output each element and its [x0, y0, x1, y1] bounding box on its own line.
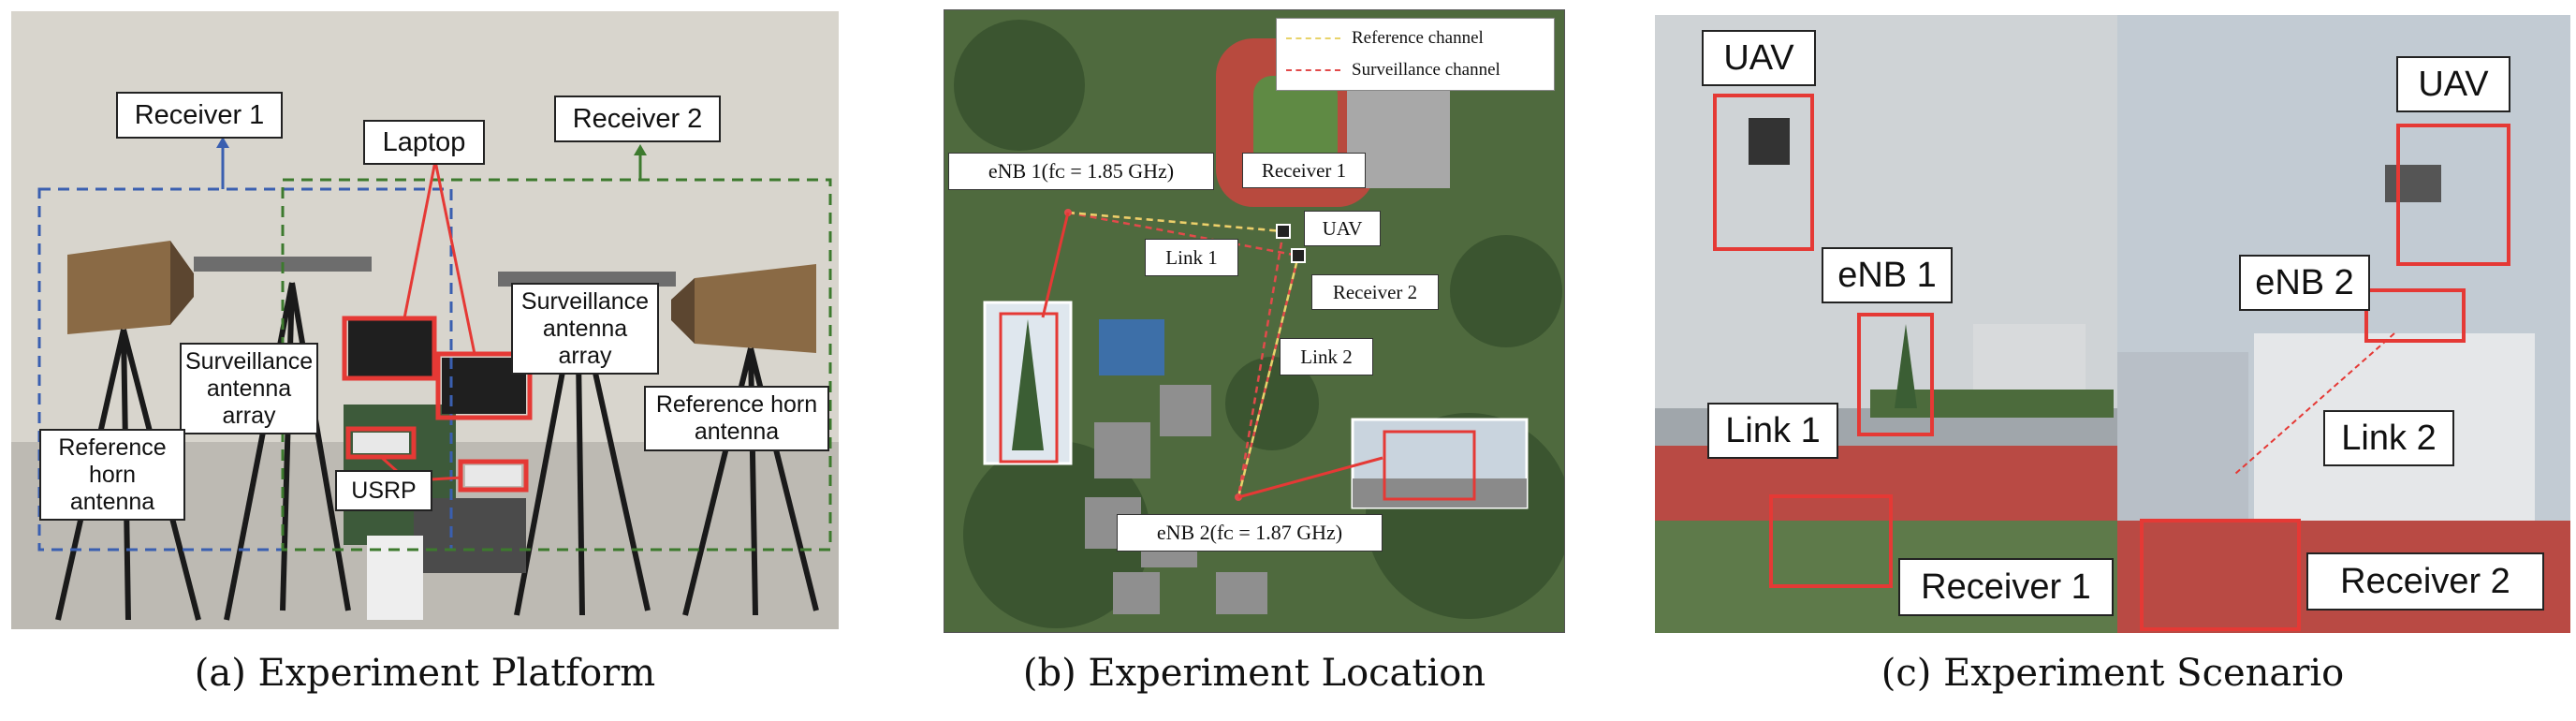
- label-link2: Link 2: [2323, 410, 2454, 466]
- label-reference-horn-right: Reference horn antenna: [644, 386, 829, 451]
- laptop-1: [348, 320, 432, 376]
- label-uav-right: UAV: [2396, 56, 2510, 112]
- label-receiver-2: Receiver 2: [554, 96, 721, 142]
- label-receiver-1: Receiver 1: [1242, 153, 1366, 188]
- sports-court: [1099, 319, 1164, 375]
- label-surveillance-array-right: Surveillance antenna array: [511, 283, 659, 375]
- label-reference-horn-left: Reference horn antenna: [39, 429, 185, 522]
- label-uav: UAV: [1304, 211, 1381, 246]
- label-surveillance-array-left: Surveillance antenna array: [180, 343, 318, 435]
- label-receiver-1: Receiver 1: [116, 92, 283, 139]
- label-usrp: USRP: [335, 470, 432, 511]
- receiver1-boundary: [37, 187, 453, 552]
- legend-surveillance: Surveillance channel: [1352, 60, 1500, 80]
- surveillance-legend-line: [1286, 69, 1340, 71]
- usrp-2: [465, 465, 521, 486]
- label-enb2: eNB 2(fᴄ = 1.87 GHz): [1117, 514, 1383, 552]
- caption-b: (b) Experiment Location: [1022, 652, 1486, 695]
- caption-c: (c) Experiment Scenario: [1881, 652, 2345, 695]
- label-enb2: eNB 2: [2239, 255, 2370, 311]
- panel-experiment-location: Reference channel Surveillance channel e…: [944, 9, 1565, 633]
- usrp-1: [353, 433, 409, 453]
- satellite-map: [944, 10, 1564, 632]
- label-uav-left: UAV: [1702, 30, 1816, 86]
- highlight-boxes: [342, 316, 533, 493]
- map-legend: Reference channel Surveillance channel: [1276, 18, 1555, 91]
- label-receiver-1: Receiver 1: [1898, 558, 2114, 616]
- label-enb1: eNB 1: [1822, 247, 1953, 303]
- panel-experiment-scenario: UAV UAV eNB 1 eNB 2 Link 1 Link 2 Receiv…: [1655, 15, 2570, 633]
- receiver2-marker: [1291, 248, 1306, 263]
- label-link2: Link 2: [1280, 338, 1373, 375]
- inset-pointers: [1041, 212, 1383, 499]
- scenario-highlight-boxes: [1713, 94, 2510, 631]
- horn-antenna-left: [67, 241, 170, 334]
- enb1-inset: [983, 301, 1073, 465]
- legend-reference: Reference channel: [1352, 28, 1484, 48]
- scenario-photos: [1655, 15, 2570, 633]
- label-link1: Link 1: [1145, 239, 1238, 276]
- reference-legend-line: [1286, 37, 1340, 39]
- label-laptop: Laptop: [363, 120, 485, 165]
- enb2-inset: [1351, 418, 1529, 509]
- receiver1-marker: [1276, 224, 1291, 239]
- caption-a: (a) Experiment Platform: [194, 652, 656, 695]
- reference-links: [1067, 211, 1300, 498]
- horn-antenna-right: [695, 264, 816, 353]
- label-receiver-2: Receiver 2: [2306, 552, 2544, 611]
- label-receiver-2: Receiver 2: [1311, 274, 1439, 310]
- panel-experiment-platform: Receiver 1 Receiver 2 Laptop Surveillanc…: [11, 11, 839, 629]
- label-enb1: eNB 1(fᴄ = 1.85 GHz): [948, 153, 1214, 190]
- label-link1: Link 1: [1707, 403, 1838, 459]
